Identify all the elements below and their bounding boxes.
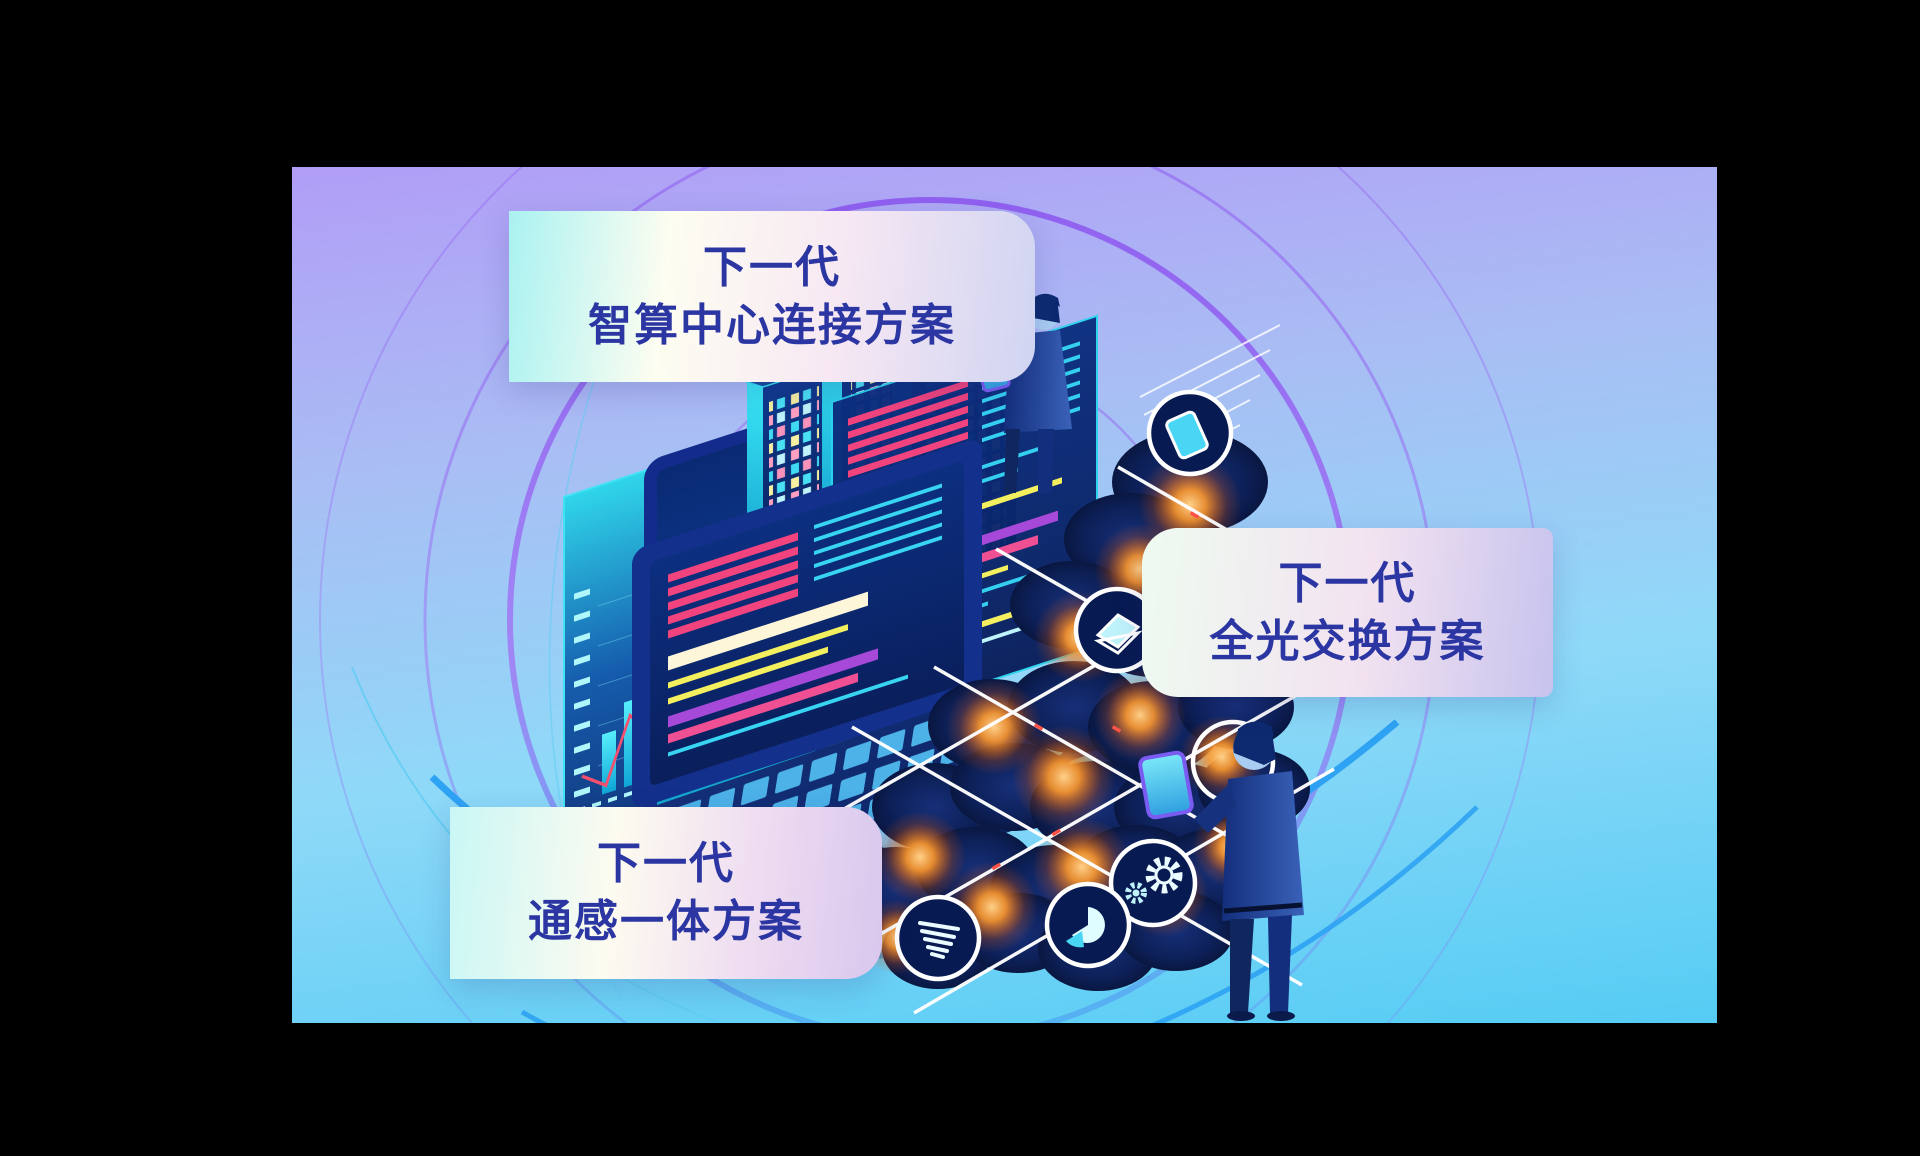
card-title-line1: 下一代 bbox=[597, 839, 735, 888]
solution-card-computing-center: 下一代 智算中心连接方案 bbox=[509, 211, 1035, 382]
gears-icon bbox=[1108, 838, 1198, 928]
card-title-line2: 通感一体方案 bbox=[528, 897, 804, 946]
card-title-line2: 全光交换方案 bbox=[1209, 616, 1486, 666]
solution-card-optical-switching: 下一代 全光交换方案 bbox=[1142, 528, 1553, 697]
card-title-line2: 智算中心连接方案 bbox=[588, 300, 956, 350]
gradient-panel: 下一代 智算中心连接方案 下一代 全光交换方案 下一代 通感一体方案 bbox=[292, 167, 1717, 1023]
solution-card-sensing: 下一代 通感一体方案 bbox=[450, 807, 882, 979]
pie-chart-icon bbox=[1044, 881, 1132, 969]
card-title-line1: 下一代 bbox=[703, 242, 841, 292]
layers-icon bbox=[894, 894, 982, 982]
person-with-phone bbox=[1138, 721, 1304, 1021]
smartphone-icon bbox=[1146, 389, 1234, 477]
card-title-line1: 下一代 bbox=[1278, 558, 1417, 608]
